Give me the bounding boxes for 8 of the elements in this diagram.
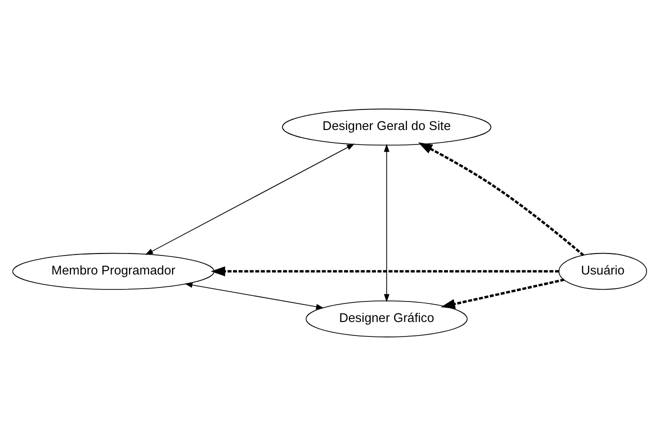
arrow: [145, 143, 355, 254]
node-ellipse: Usuário: [558, 252, 647, 290]
arrow: [384, 143, 390, 302]
arrow: [184, 282, 324, 309]
arrow: [440, 278, 564, 308]
node-ellipse: Designer Geral do Site: [282, 108, 492, 146]
arrow: [210, 266, 559, 276]
arrow: [418, 142, 584, 256]
